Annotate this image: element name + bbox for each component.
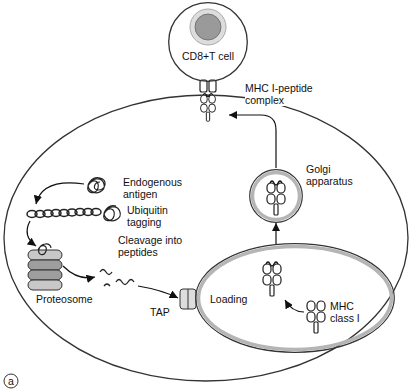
panel-letter: a	[4, 374, 18, 388]
loaded-mhc-molecule	[263, 262, 281, 296]
step-label: Endogenous antigen	[123, 176, 187, 200]
molecule-label: MHC class I	[330, 300, 370, 324]
loading-arrow	[285, 300, 304, 312]
organelle-membrane	[250, 170, 303, 223]
transport-arrow	[229, 115, 276, 168]
complex-label: MHC I-peptide complex	[245, 82, 327, 106]
panel-circle	[4, 374, 18, 388]
er-compartment: LoadingMHC class I	[195, 243, 395, 353]
process-arrow	[63, 266, 95, 278]
part-label: TAP	[150, 306, 178, 318]
protein-entering	[38, 244, 51, 255]
organelle-label: Golgi apparatus	[306, 163, 360, 187]
peptide-fragments	[100, 270, 134, 287]
golgi-mhc-molecule	[267, 181, 285, 215]
process-arrow	[27, 221, 36, 246]
part-label: Proteosome	[36, 293, 106, 305]
tagged-protein	[104, 206, 121, 221]
organelle-membrane	[196, 244, 395, 353]
membrane-band	[199, 247, 392, 350]
golgi-circle: Golgi apparatus	[249, 169, 303, 223]
ubiquitin-chain	[27, 209, 101, 218]
antigen-protein	[88, 178, 105, 193]
process-arrow	[36, 183, 84, 204]
proteasome-barrel	[28, 250, 62, 290]
node-outline	[168, 2, 248, 82]
step-label: Loading	[210, 293, 254, 305]
mhc-molecule	[307, 301, 325, 333]
process-arrow	[138, 286, 178, 298]
node-outline	[249, 169, 303, 223]
mhc-peptide-complex	[201, 93, 216, 121]
step-label: Cleavage into peptides	[118, 234, 186, 258]
nucleus-halo	[190, 9, 226, 45]
tap-transporter	[180, 289, 196, 309]
cell-outline	[169, 3, 248, 82]
membrane-band	[253, 173, 300, 220]
t-cell-circle: CD8+T cell	[168, 2, 248, 82]
t-cell-nucleus	[195, 14, 221, 40]
transport-arrow	[275, 223, 276, 244]
cell-membrane	[4, 95, 408, 381]
step-label: Ubiquitin tagging	[127, 204, 185, 228]
cell-name: CD8+T cell	[168, 50, 248, 62]
